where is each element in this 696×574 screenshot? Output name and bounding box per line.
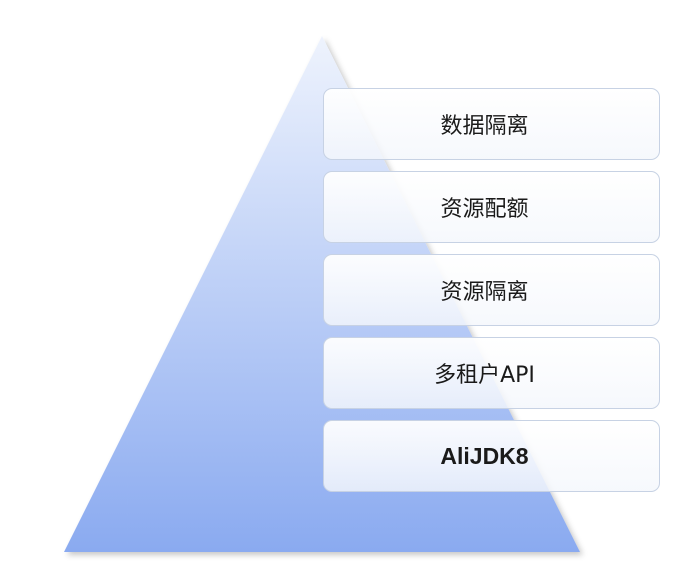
layer-data-isolation: 数据隔离 (323, 88, 660, 160)
layer-label: 数据隔离 (440, 114, 529, 139)
layer-label: 资源配额 (440, 197, 529, 222)
layer-resource-isolation: 资源隔离 (323, 254, 660, 326)
layer-label: AliJDK8 (440, 442, 529, 469)
layer-label: 资源隔离 (440, 280, 529, 305)
layer-resource-quota: 资源配额 (323, 171, 660, 243)
layer-alijdk8: AliJDK8 (323, 420, 660, 492)
layer-label: 多租户API (434, 363, 535, 388)
layer-multi-tenant-api: 多租户API (323, 337, 660, 409)
